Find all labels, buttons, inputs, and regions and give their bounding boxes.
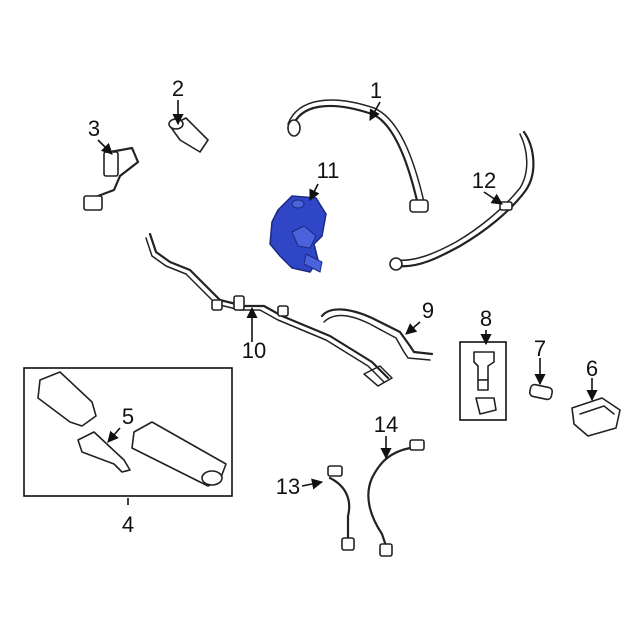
callout-4: 4 [122, 512, 134, 537]
callout-8: 8 [480, 306, 492, 331]
callout-2: 2 [172, 76, 184, 101]
callout-6: 6 [586, 356, 598, 381]
part-1-hose[interactable] [287, 99, 429, 213]
callout-14: 14 [374, 412, 398, 437]
callout-3: 3 [88, 116, 100, 141]
part-8-assembly[interactable] [459, 341, 507, 421]
part-5-fitting[interactable] [77, 431, 131, 473]
part-13-sensor[interactable] [327, 465, 355, 551]
callout-12: 12 [472, 168, 496, 193]
callout-7: 7 [534, 336, 546, 361]
part-2-elbow-hose[interactable] [168, 117, 209, 153]
callout-labels: 1 2 3 4 5 6 7 8 9 10 11 12 13 14 [88, 76, 598, 537]
callout-1: 1 [370, 78, 382, 103]
leader-lines [97, 100, 598, 505]
part-6-filter[interactable] [571, 397, 621, 437]
callout-11: 11 [317, 158, 340, 183]
callout-5: 5 [122, 404, 134, 429]
part-7-tube[interactable] [528, 383, 554, 401]
part-12-hose[interactable] [389, 130, 535, 271]
callout-10: 10 [242, 338, 266, 363]
callout-9: 9 [422, 298, 434, 323]
callout-13: 13 [276, 474, 300, 499]
part-10-tube-assembly[interactable] [145, 232, 393, 387]
part-14-sensor[interactable] [367, 439, 425, 557]
part-9-hose[interactable] [320, 308, 434, 361]
part-11-purge-valve[interactable] [269, 195, 327, 273]
part-4-kit[interactable] [23, 367, 233, 497]
part-3-connector[interactable] [83, 146, 140, 211]
